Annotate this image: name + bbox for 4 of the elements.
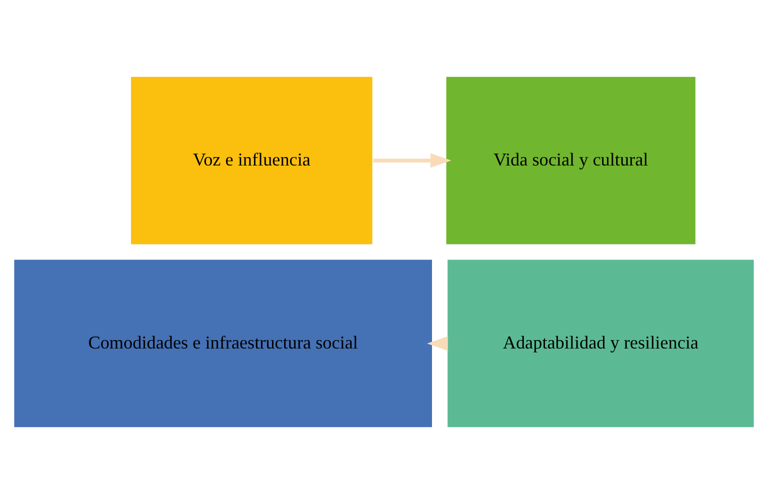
node-box: Comodidades e infraestructura social bbox=[12, 258, 434, 428]
arrow bbox=[373, 152, 452, 168]
node-box: Voz e influencia bbox=[130, 75, 374, 246]
node-box: Vida social y cultural bbox=[444, 75, 697, 246]
